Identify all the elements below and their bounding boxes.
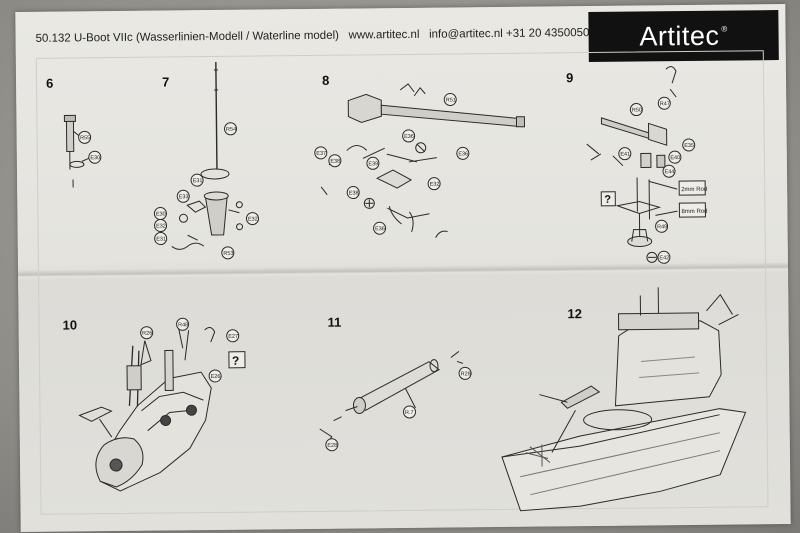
part-label: E38 <box>349 190 359 196</box>
part-label: E32 <box>430 182 440 188</box>
part-label: E27 <box>228 334 238 340</box>
part-callout-e30: E30 <box>88 150 102 164</box>
step-12-drawing <box>501 287 747 512</box>
part-callout-e32a: E32 <box>245 212 259 226</box>
part-label: R53 <box>223 251 233 257</box>
part-label: E39 <box>368 161 378 167</box>
assembly-drawings: .lbl{font-family:"Liberation Sans",sans-… <box>63 61 747 512</box>
part-callout-r49: R49 <box>655 219 669 233</box>
part-label: R48 <box>178 322 188 328</box>
step-11-drawing: R29 R.7 E28 <box>319 351 472 452</box>
part-callout-e32: E32 <box>427 177 441 191</box>
part-label: R54 <box>226 127 236 133</box>
unknown-part-box-10: ? <box>228 351 246 369</box>
part-label: E30 <box>156 211 166 217</box>
part-callout-r53: R53 <box>221 246 235 260</box>
part-label: E32 <box>248 217 258 223</box>
part-label: E32 <box>156 223 166 229</box>
part-callout-e38b: E38 <box>346 186 360 200</box>
part-callout-e39: E39 <box>366 156 380 170</box>
part-callout-r51: R51 <box>443 92 457 106</box>
rod-note-text: 2mm Rod <box>681 187 707 193</box>
step-7-drawing: R54 E31 E33 E30 E32 E32 E31 R53 <box>153 61 259 260</box>
part-label: E31 <box>193 178 203 184</box>
rod-note-2mm: 2mm Rod <box>678 180 707 196</box>
step-9-drawing: R50 R47 E35 E41 E40 E44 E42 R49 2mm Rod … <box>586 66 707 264</box>
rod-note-8mm: 8mm Rod <box>678 202 707 218</box>
part-callout-e31a: E31 <box>190 173 204 187</box>
part-callout-e35: E35 <box>682 138 696 152</box>
part-callout-e42: E42 <box>657 250 671 264</box>
part-callout-e26: E26 <box>208 369 222 383</box>
part-label: E36 <box>404 134 414 140</box>
part-callout-r26: R26 <box>140 326 154 340</box>
part-label: R55 <box>80 135 90 141</box>
part-callout-e36a: E36 <box>402 129 416 143</box>
step-10-drawing: R48 R26 E27 E26 ? <box>78 317 246 492</box>
part-callout-r55: R55 <box>78 130 92 144</box>
part-callout-e36c: E36 <box>373 221 387 235</box>
part-callout-e41: E41 <box>618 147 632 161</box>
part-label: E44 <box>664 169 674 175</box>
part-label: R.7 <box>405 410 414 416</box>
part-callout-r7: R.7 <box>403 405 417 419</box>
part-callout-r54: R54 <box>224 122 238 136</box>
part-callout-e36b: E36 <box>456 146 470 160</box>
part-label: E36 <box>375 226 385 232</box>
step-6-drawing: R55 E30 <box>63 114 102 188</box>
part-callout-r50: R50 <box>629 103 643 117</box>
part-label: R26 <box>142 331 152 337</box>
part-label: E36 <box>458 151 468 157</box>
part-callout-r47: R47 <box>657 96 671 110</box>
part-callout-e32b: E32 <box>154 219 168 233</box>
part-label: R49 <box>657 224 667 230</box>
part-label: R29 <box>461 371 471 377</box>
part-label: E38 <box>330 159 340 165</box>
part-label: R51 <box>446 97 456 103</box>
unknown-part-mark: ? <box>232 354 239 368</box>
part-label: E30 <box>90 155 100 161</box>
instruction-sheet: 50.132 U-Boot VIIc (Wasserlinien-Modell … <box>15 3 791 533</box>
part-callout-e31b: E31 <box>154 232 168 246</box>
part-label: E33 <box>179 194 189 200</box>
rod-note-text: 8mm Rod <box>681 209 707 215</box>
part-label: E42 <box>659 255 669 261</box>
part-callout-e30: E30 <box>153 207 167 221</box>
part-callout-e44: E44 <box>662 164 676 178</box>
part-label: E35 <box>684 143 694 149</box>
part-label: R50 <box>632 107 642 113</box>
part-callout-e28: E28 <box>325 438 339 452</box>
part-label: E41 <box>620 152 630 158</box>
part-callout-e27: E27 <box>226 329 240 343</box>
part-callout-e37: E37 <box>314 146 328 160</box>
part-callout-e38a: E38 <box>328 154 342 168</box>
part-callout-e33: E33 <box>176 189 190 203</box>
part-label: E28 <box>327 443 337 449</box>
part-label: E31 <box>156 236 166 242</box>
part-callout-e40: E40 <box>668 150 682 164</box>
unknown-part-mark: ? <box>604 194 611 206</box>
part-callout-r29: R29 <box>458 366 472 380</box>
part-label: E40 <box>670 155 680 161</box>
unknown-part-box: ? <box>600 191 616 207</box>
part-callout-r48: R48 <box>176 317 190 331</box>
part-label: R47 <box>660 101 670 107</box>
step-8-drawing: R51 E37 E38 E36 E36 E39 E32 E38 E36 <box>314 83 526 238</box>
part-label: E37 <box>316 151 326 157</box>
part-label: E26 <box>211 374 221 380</box>
